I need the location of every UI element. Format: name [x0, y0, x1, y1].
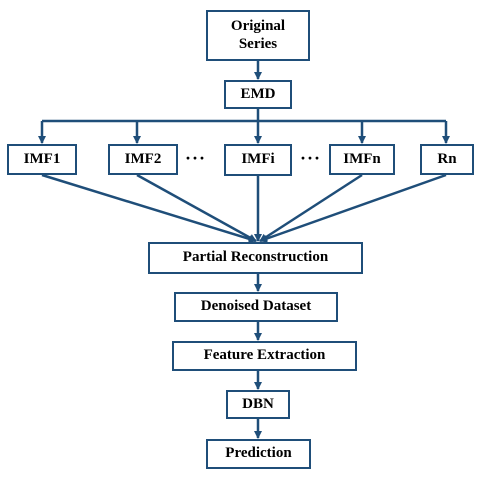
imfn-label: IMFn: [343, 150, 381, 167]
prediction-label: Prediction: [225, 445, 292, 462]
original-series-label-line1: Original: [230, 18, 286, 35]
denoised-dataset-label: Denoised Dataset: [200, 298, 312, 315]
imf2-box: IMF2: [108, 144, 178, 175]
dbn-label: DBN: [242, 395, 274, 412]
ellipsis-left: ···: [185, 148, 207, 168]
imfi-label: IMFi: [241, 151, 275, 168]
ellipsis-right: ···: [300, 148, 322, 168]
feature-extraction-box: Feature Extraction: [172, 341, 357, 371]
imf2-label: IMF2: [124, 150, 162, 167]
emd-box: EMD: [224, 80, 292, 109]
denoised-dataset-box: Denoised Dataset: [174, 292, 338, 322]
imfn-box: IMFn: [329, 144, 395, 175]
imfi-box: IMFi: [224, 144, 292, 176]
partial-reconstruction-box: Partial Reconstruction: [148, 242, 363, 274]
arrow-imf1-to-reconstruction: [41, 173, 257, 243]
arrow-rn-to-reconstruction: [259, 173, 447, 243]
dbn-box: DBN: [226, 390, 290, 419]
partial-reconstruction-label: Partial Reconstruction: [182, 249, 329, 266]
prediction-box: Prediction: [206, 439, 311, 469]
original-series-box: Original Series: [206, 10, 310, 61]
imf1-label: IMF1: [23, 150, 61, 167]
original-series-label-line2: Series: [238, 35, 278, 52]
imf1-box: IMF1: [7, 144, 77, 175]
rn-box: Rn: [420, 144, 474, 175]
rn-label: Rn: [437, 150, 457, 167]
feature-extraction-label: Feature Extraction: [203, 347, 326, 364]
arrow-imf2-to-reconstruction: [136, 173, 257, 243]
emd-label: EMD: [240, 85, 276, 102]
arrow-imfn-to-reconstruction: [259, 173, 363, 243]
